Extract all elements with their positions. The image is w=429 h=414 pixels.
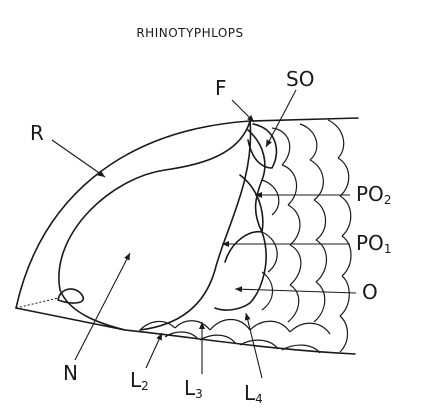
label-labial-4-sub: 4	[255, 392, 263, 406]
arrow-supraocular	[266, 90, 296, 147]
label-postocular-2-main: PO	[356, 182, 384, 206]
figure-title: RHINOTYPHLOPS	[136, 26, 243, 40]
label-rostral: R	[30, 121, 44, 145]
label-postocular-2-sub: 2	[384, 193, 392, 207]
label-labial-3-sub: 3	[195, 387, 203, 401]
label-postocular-1-main: PO	[356, 231, 384, 255]
head-upper-outline	[16, 118, 358, 308]
snout-tip-dotted	[16, 298, 58, 308]
body-scales	[140, 120, 351, 353]
label-postocular-1-sub: 1	[384, 242, 392, 256]
label-labial-3: L3	[184, 376, 203, 401]
arrow-frontal	[232, 100, 254, 122]
label-frontal: F	[215, 76, 227, 100]
head-lower-outline	[16, 308, 355, 354]
label-labial-4: L4	[244, 381, 263, 406]
supraocular-scale	[248, 124, 276, 168]
nostril	[58, 289, 83, 303]
label-supraocular: SO	[286, 67, 314, 91]
label-ocular: O	[362, 280, 378, 304]
nasal-shield	[140, 121, 251, 330]
arrow-nasal	[75, 253, 130, 360]
rostral-shield	[59, 121, 250, 330]
arrow-rostral	[52, 140, 105, 177]
label-postocular-2: PO2	[356, 182, 391, 207]
label-labial-2-sub: 2	[141, 379, 149, 393]
label-labial-2: L2	[130, 368, 149, 393]
label-postocular-1: PO1	[356, 231, 391, 256]
arrow-labial-2	[146, 333, 162, 368]
label-nasal: N	[63, 361, 78, 385]
